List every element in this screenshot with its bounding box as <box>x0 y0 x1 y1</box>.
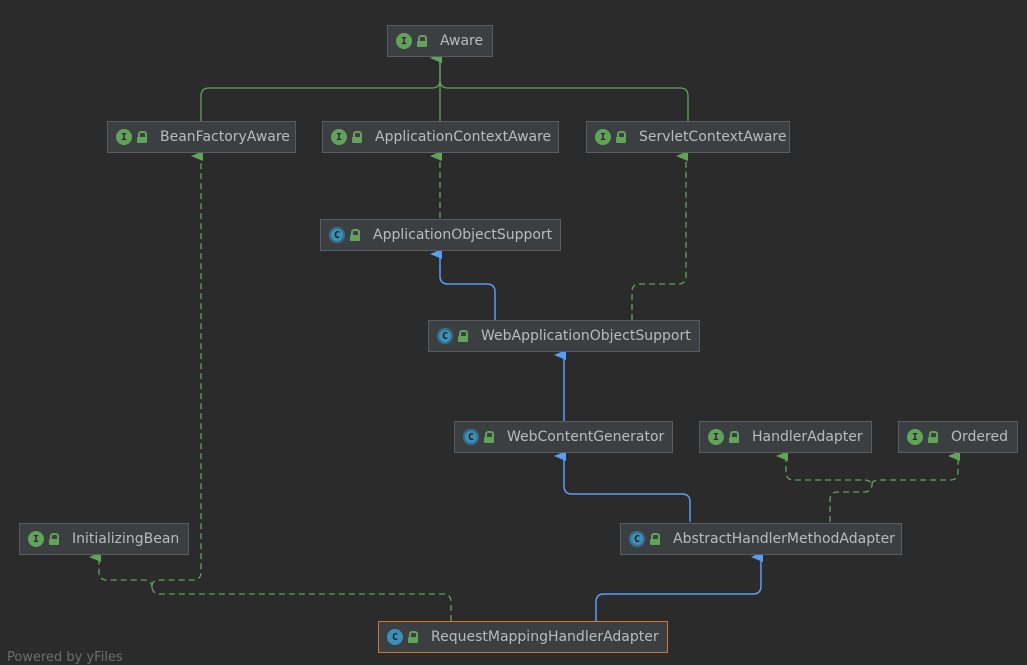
node-application-context-aware[interactable]: I ApplicationContextAware <box>322 121 559 153</box>
node-abstract-handler-method-adapter[interactable]: C AbstractHandlerMethodAdapter <box>620 523 902 555</box>
node-label: ApplicationContextAware <box>375 129 552 145</box>
edge-requestmappinghandleradapter-to-abstracthandlermethodadapter <box>595 552 763 621</box>
interface-icon: I <box>595 129 611 145</box>
public-lock-icon <box>650 533 661 545</box>
node-servlet-context-aware[interactable]: I ServletContextAware <box>586 121 790 153</box>
abstract-class-icon: C <box>463 429 479 445</box>
node-label: Ordered <box>951 429 1008 445</box>
public-lock-icon <box>408 631 419 643</box>
abstract-class-icon: C <box>437 328 453 344</box>
node-label: BeanFactoryAware <box>160 129 290 145</box>
edge-webapplicationobjectsupport-to-applicationobjectsupport <box>430 249 496 320</box>
public-lock-icon <box>616 131 627 143</box>
edge-abstracthandlermethodadapter-to-webcontentgenerator <box>554 451 691 522</box>
class-icon: C <box>387 629 403 645</box>
interface-icon: I <box>28 531 44 547</box>
edge-abstracthandlermethodadapter-to-handleradapter <box>776 451 873 522</box>
node-aware[interactable]: I Aware <box>387 25 493 57</box>
node-initializing-bean[interactable]: I InitializingBean <box>19 523 189 555</box>
interface-icon: I <box>708 429 724 445</box>
node-label: InitializingBean <box>72 531 180 547</box>
node-web-content-generator[interactable]: C WebContentGenerator <box>454 421 673 453</box>
edge-servletcontextaware-to-aware <box>439 79 689 122</box>
powered-by-footer: Powered by yFiles <box>7 650 123 665</box>
public-lock-icon <box>417 35 428 47</box>
node-label: WebApplicationObjectSupport <box>481 328 691 344</box>
edge-requestmappinghandleradapter-to-beanfactoryaware <box>151 151 203 587</box>
public-lock-icon <box>352 131 363 143</box>
abstract-class-icon: C <box>629 531 645 547</box>
node-label: Aware <box>440 33 484 49</box>
public-lock-icon <box>137 131 148 143</box>
interface-icon: I <box>116 129 132 145</box>
public-lock-icon <box>928 431 939 443</box>
public-lock-icon <box>49 533 60 545</box>
public-lock-icon <box>350 229 361 241</box>
node-label: ServletContextAware <box>639 129 787 145</box>
edge-abstracthandlermethodadapter-to-ordered <box>871 451 960 485</box>
public-lock-icon <box>729 431 740 443</box>
edge-webapplicationobjectsupport-to-servletcontextaware <box>631 151 688 320</box>
node-request-mapping-handler-adapter[interactable]: C RequestMappingHandlerAdapter <box>378 621 668 653</box>
node-bean-factory-aware[interactable]: I BeanFactoryAware <box>107 121 296 153</box>
edge-requestmappinghandleradapter-to-initializingbean <box>89 552 452 621</box>
node-label: WebContentGenerator <box>507 429 665 445</box>
node-label: ApplicationObjectSupport <box>373 227 553 243</box>
abstract-class-icon: C <box>329 227 345 243</box>
interface-icon: I <box>396 33 412 49</box>
edge-beanfactoryaware-to-aware <box>200 58 441 122</box>
node-label: RequestMappingHandlerAdapter <box>431 629 659 645</box>
node-ordered[interactable]: I Ordered <box>898 421 1018 453</box>
node-handler-adapter[interactable]: I HandlerAdapter <box>699 421 872 453</box>
node-label: AbstractHandlerMethodAdapter <box>673 531 895 547</box>
node-web-application-object-support[interactable]: C WebApplicationObjectSupport <box>428 320 700 352</box>
interface-icon: I <box>331 129 347 145</box>
node-label: HandlerAdapter <box>752 429 863 445</box>
node-application-object-support[interactable]: C ApplicationObjectSupport <box>320 219 561 251</box>
interface-icon: I <box>907 429 923 445</box>
public-lock-icon <box>458 330 469 342</box>
public-lock-icon <box>484 431 495 443</box>
